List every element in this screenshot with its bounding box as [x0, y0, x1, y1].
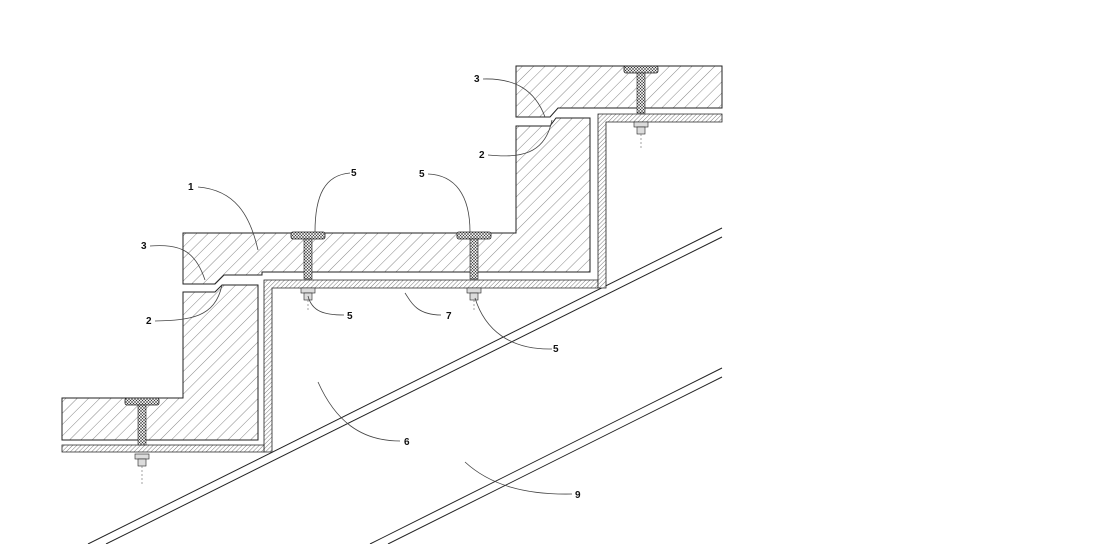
callout-5-top-right: 5 [419, 169, 425, 180]
fixing-clip-1 [290, 231, 326, 312]
callout-5-bottom-left: 5 [347, 311, 353, 322]
middle-tread-block [182, 117, 591, 285]
fixing-clip-4 [124, 397, 160, 484]
stringer-beams [87, 227, 723, 544]
callout-9: 9 [575, 490, 581, 501]
callout-2-lower: 2 [146, 316, 152, 327]
callout-5-top-left: 5 [351, 168, 357, 179]
support-bracket-upper [597, 113, 723, 289]
callout-2-upper: 2 [479, 150, 485, 161]
callout-6: 6 [404, 437, 410, 448]
callout-7: 7 [446, 311, 452, 322]
callout-5-bottom-right: 5 [553, 344, 559, 355]
callout-3-upper: 3 [474, 74, 480, 85]
callout-3-lower: 3 [141, 241, 147, 252]
upper-tread-block [515, 65, 723, 118]
fixing-clip-2 [456, 231, 492, 312]
leader-lines [149, 78, 573, 495]
fixing-clip-3 [623, 65, 659, 150]
callout-labels: 1 3 2 3 2 5 5 5 5 7 6 9 [141, 74, 581, 501]
lower-step-block [61, 284, 259, 441]
callout-1: 1 [188, 182, 194, 193]
